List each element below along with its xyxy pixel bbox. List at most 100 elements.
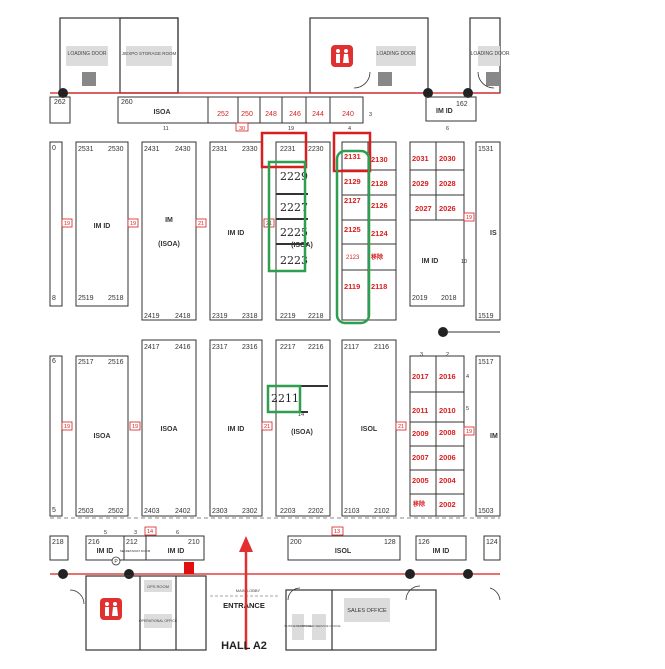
booth-2317: 2317 xyxy=(212,344,228,351)
marker-10: 10 xyxy=(461,259,467,265)
marker-6: 6 xyxy=(176,530,179,536)
green-highlight-2229-2223[interactable] xyxy=(267,160,307,273)
booth-2219: 2219 xyxy=(280,313,296,320)
booth-128: 128 xyxy=(384,539,396,546)
booth-2007: 2007 xyxy=(412,453,429,462)
marker-5: 5 xyxy=(466,406,469,412)
marker-21: 21 xyxy=(398,424,404,430)
booth-124: 124 xyxy=(486,539,498,546)
booth-260: 260 xyxy=(121,99,133,106)
booth-2417: 2417 xyxy=(144,344,160,351)
plan-shape xyxy=(285,589,437,651)
marker-21: 21 xyxy=(198,221,204,227)
booth-2418: 2418 xyxy=(175,313,191,320)
booth-2218: 2218 xyxy=(308,313,324,320)
sales-office-label: SALES OFFICE xyxy=(347,608,387,614)
booth-2318: 2318 xyxy=(242,313,258,320)
booth-2128: 2128 xyxy=(371,179,388,188)
red-highlight-2131[interactable] xyxy=(332,131,372,173)
booth-1519: 1519 xyxy=(478,313,494,320)
booth-2519: 2519 xyxy=(78,295,94,302)
booth-2229: 2229 xyxy=(280,170,308,183)
plan-shape xyxy=(69,589,85,605)
booth-260-label: ISOA xyxy=(153,109,170,116)
plan-shape xyxy=(127,218,139,228)
booth-2231: 2231 xyxy=(280,146,296,153)
plan-shape xyxy=(195,218,207,228)
column-node xyxy=(58,88,68,98)
plan-shape xyxy=(336,54,340,63)
booth-2016: 2016 xyxy=(439,372,456,381)
north-row xyxy=(49,96,477,124)
red-highlight-2231[interactable] xyxy=(260,131,308,169)
plan-shape xyxy=(145,535,205,561)
booth-2123: 2123 xyxy=(346,255,360,261)
green-highlight-2131-2119[interactable] xyxy=(335,149,371,325)
marker-5: 5 xyxy=(104,530,107,536)
booth-2419: 2419 xyxy=(144,313,160,320)
booth-2011: 2011 xyxy=(412,406,428,415)
bottom-rooms xyxy=(85,575,437,651)
booth-126: 126 xyxy=(418,539,430,546)
marker-11: 11 xyxy=(163,126,169,132)
marker-21: 21 xyxy=(264,424,270,430)
marker-3: 3 xyxy=(134,530,137,536)
booth-244: 244 xyxy=(312,111,324,118)
marker-3: 3 xyxy=(420,352,423,358)
booth-2518: 2518 xyxy=(108,295,124,302)
booth-250: 250 xyxy=(241,111,253,118)
column-node xyxy=(463,88,473,98)
plan-shape xyxy=(312,614,326,640)
business-office-label: BUSINESS OFFICE xyxy=(284,624,311,628)
booth-2531: 2531 xyxy=(78,146,94,153)
green-highlight-2211[interactable] xyxy=(266,384,302,414)
plan-shape xyxy=(49,355,63,517)
plan-shape xyxy=(344,598,390,622)
plan-shape xyxy=(235,122,249,132)
booth-2227: 2227 xyxy=(280,201,308,214)
south-row xyxy=(49,535,501,561)
plan-shape xyxy=(275,339,331,517)
booth-2124: 2124 xyxy=(371,229,389,238)
booth-2517: 2517 xyxy=(78,359,94,366)
booth-210-label: IM ID xyxy=(168,548,185,555)
plan-shape xyxy=(49,141,63,307)
operational-office-label: OPERATIONAL OFFICE xyxy=(139,619,178,623)
booth-246: 246 xyxy=(289,111,301,118)
booth-2030: 2030 xyxy=(439,154,456,163)
emergency-marker xyxy=(184,562,194,574)
customer-service-label: CUSTOMER SERVICE OFFICE xyxy=(298,624,341,628)
column-node xyxy=(124,569,134,579)
plan-shape xyxy=(489,587,501,601)
booth-2116: 2116 xyxy=(374,344,389,351)
booth-2211: 2211 xyxy=(271,392,299,405)
booth-2216: 2216 xyxy=(308,344,324,351)
plan-shape xyxy=(275,141,331,321)
booth-2502: 2502 xyxy=(108,508,124,515)
marker-4: 4 xyxy=(348,126,351,132)
booth-2402: 2402 xyxy=(175,508,191,515)
booth-edge: 8 xyxy=(52,295,56,302)
booth-removed: 移除 xyxy=(371,253,384,261)
marker-6: 6 xyxy=(446,126,449,132)
booth-2118: 2118 xyxy=(371,282,387,291)
booth-262: 262 xyxy=(54,99,66,106)
booth-2331-label: IM ID xyxy=(228,230,245,237)
booth-2103: 2103 xyxy=(344,508,360,515)
booth-2403: 2403 xyxy=(144,508,160,515)
booth-2102: 2102 xyxy=(374,508,390,515)
booth-1531-label: IS xyxy=(490,230,497,237)
booth-2416: 2416 xyxy=(175,344,191,351)
hall-label: HALL A2 xyxy=(221,640,267,652)
booth-2330: 2330 xyxy=(242,146,258,153)
plan-shape xyxy=(463,212,475,222)
marker-19: 19 xyxy=(288,126,294,132)
plan-shape xyxy=(105,602,109,606)
plan-shape xyxy=(207,96,364,124)
loading-door-label-right: LOADING DOOR xyxy=(471,51,510,57)
booth-2131: 2131 xyxy=(344,152,361,161)
plan-shape xyxy=(405,585,421,601)
marker-13: 13 xyxy=(334,529,340,535)
block1-labels: 0 8 2531 2530 IM ID 2519 2518 2431 2430 … xyxy=(52,145,497,320)
marker-19: 19 xyxy=(64,424,70,430)
